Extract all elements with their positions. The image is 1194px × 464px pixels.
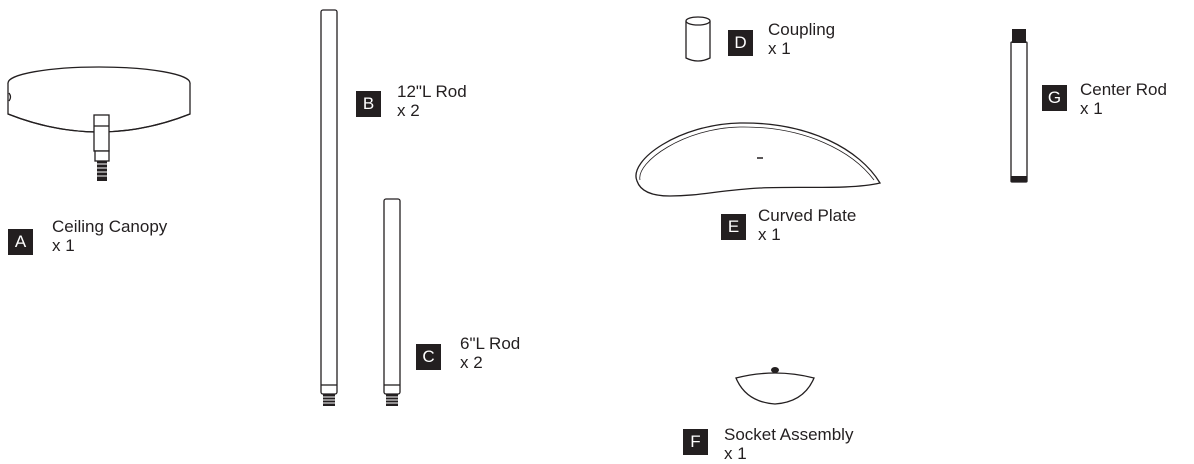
part-name: Socket Assembly xyxy=(724,425,854,444)
part-quantity: x 1 xyxy=(1080,99,1103,118)
part-letter-badge: G xyxy=(1042,85,1067,111)
part-letter-badge: B xyxy=(356,91,381,117)
rod-6in-icon xyxy=(383,198,401,406)
rod-12in-icon xyxy=(320,9,338,406)
center-rod-icon xyxy=(1010,29,1028,183)
part-name: Curved Plate xyxy=(758,206,857,225)
socket-assembly-icon xyxy=(735,367,815,405)
part-label: Ceiling Canopy x 1 xyxy=(52,217,167,255)
part-quantity: x 2 xyxy=(397,101,420,120)
part-label: 6"L Rod x 2 xyxy=(460,334,520,372)
part-quantity: x 1 xyxy=(724,444,747,463)
part-name: 6"L Rod xyxy=(460,334,521,353)
coupling-icon xyxy=(685,16,711,62)
part-name: Ceiling Canopy xyxy=(52,217,168,236)
part-quantity: x 1 xyxy=(758,225,781,244)
part-letter-badge: A xyxy=(8,229,33,255)
part-letter-badge: E xyxy=(721,214,746,240)
part-label: Center Rod x 1 xyxy=(1080,80,1167,118)
part-label: Socket Assembly x 1 xyxy=(724,425,853,463)
part-label: 12"L Rod x 2 xyxy=(397,82,467,120)
part-label: Curved Plate x 1 xyxy=(758,206,856,244)
curved-plate-icon xyxy=(635,122,882,197)
part-name: Coupling xyxy=(768,20,836,39)
part-quantity: x 1 xyxy=(52,236,75,255)
part-name: 12"L Rod xyxy=(397,82,467,101)
ceiling-canopy-icon xyxy=(7,66,191,181)
part-name: Center Rod xyxy=(1080,80,1167,99)
part-quantity: x 1 xyxy=(768,39,791,58)
part-letter-badge: F xyxy=(683,429,708,455)
part-letter-badge: C xyxy=(416,344,441,370)
part-quantity: x 2 xyxy=(460,353,483,372)
part-label: Coupling x 1 xyxy=(768,20,835,58)
part-letter-badge: D xyxy=(728,30,753,56)
